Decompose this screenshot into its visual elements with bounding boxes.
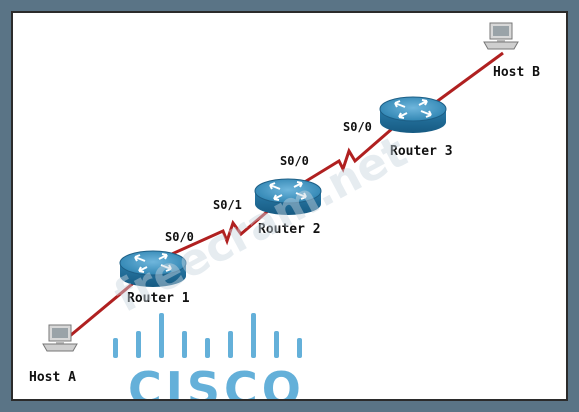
host-b-computer-icon [483, 22, 519, 50]
router-2-label: Router 2 [258, 222, 321, 237]
link-hosta-router1 [64, 273, 144, 342]
router-3-label: Router 3 [390, 144, 453, 159]
router-2-s0-1-label: S0/1 [213, 198, 242, 212]
host-a-computer-icon [42, 324, 78, 352]
host-b-label: Host B [493, 65, 540, 80]
router-2-s0-0-label: S0/0 [280, 154, 309, 168]
watermark-text: freecram.net [106, 126, 415, 323]
host-a-label: Host A [29, 370, 76, 385]
router-1-label: Router 1 [127, 291, 190, 306]
router-3-icon [379, 96, 447, 133]
network-topology: Host A Host B Router 1 Router 2 Router 3… [29, 22, 540, 401]
router-2-icon [254, 178, 322, 215]
link-router3-hostb [427, 51, 504, 110]
cisco-logo-text: CISCO [128, 362, 305, 401]
router-1-s0-0-label: S0/0 [165, 230, 194, 244]
router-1-icon [119, 250, 187, 287]
diagram-canvas: Host A Host B Router 1 Router 2 Router 3… [11, 11, 568, 401]
cisco-logo-bars [113, 313, 302, 358]
link-router2-router3 [302, 119, 402, 185]
link-router1-router2 [162, 203, 276, 260]
router-3-s0-0-label: S0/0 [343, 120, 372, 134]
